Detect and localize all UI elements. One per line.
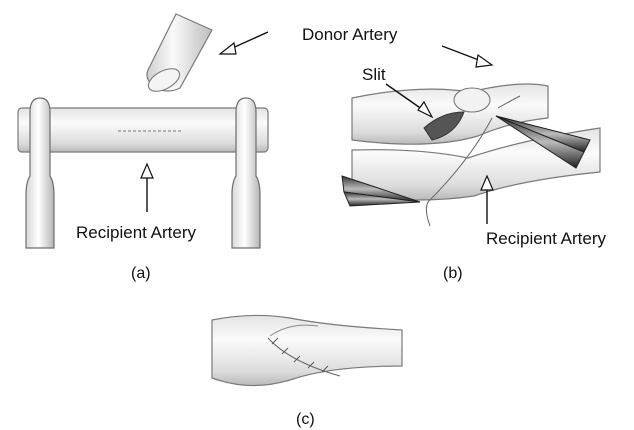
recipient-artery-vessel-a xyxy=(18,108,268,152)
panel-b: Donor Artery Slit Recipient Artery xyxy=(302,25,606,282)
panel-a: Recipient Artery (a) xyxy=(18,14,268,282)
left-vessel-clamp xyxy=(26,98,54,248)
donor-arrowhead-a xyxy=(220,43,236,54)
slit-label: Slit xyxy=(362,65,386,84)
donor-artery-segment xyxy=(145,14,212,96)
donor-stump xyxy=(454,88,490,112)
panel-label-c: (c) xyxy=(296,411,315,428)
donor-arrowhead-b xyxy=(476,55,492,67)
panel-label-b: (b) xyxy=(443,265,463,282)
recipient-artery-label-b: Recipient Artery xyxy=(486,229,606,248)
right-vessel-clamp xyxy=(232,98,260,248)
donor-artery-label: Donor Artery xyxy=(302,25,398,44)
recipient-arrowhead-a xyxy=(141,164,153,178)
panel-c: (c) xyxy=(212,315,402,428)
panel-label-a: (a) xyxy=(131,265,151,282)
anastomosed-vessel xyxy=(212,315,402,385)
recipient-artery-label-a: Recipient Artery xyxy=(76,223,196,242)
